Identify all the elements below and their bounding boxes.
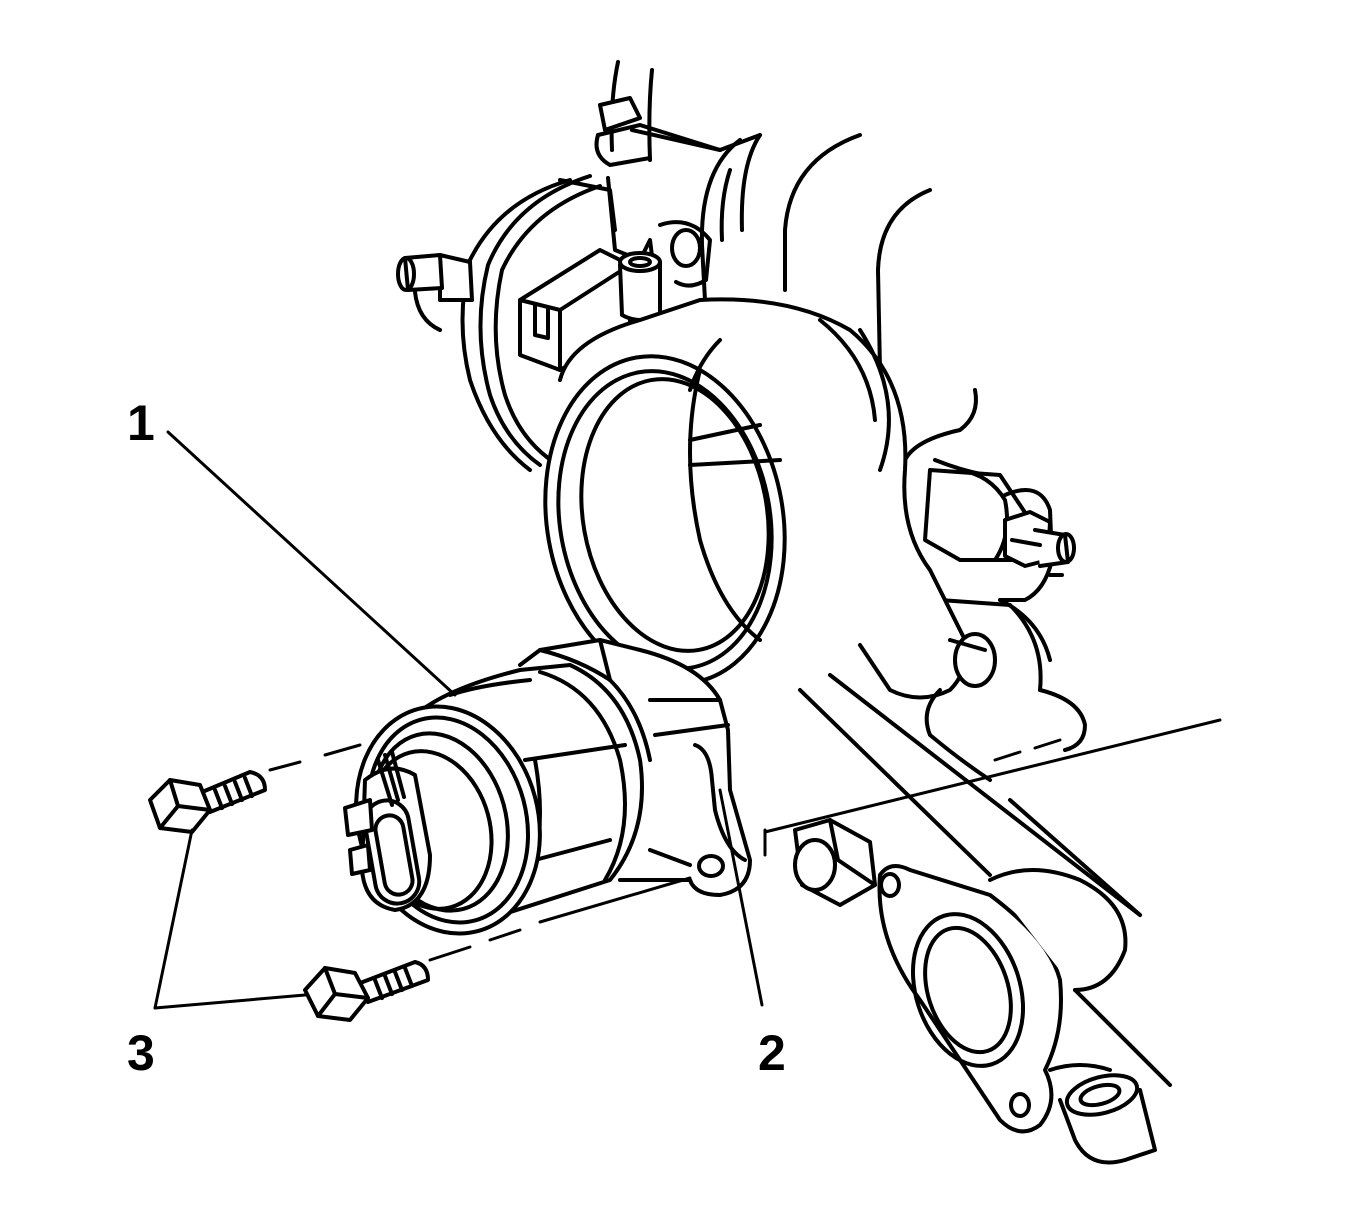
leader-line-3b — [153, 993, 307, 1010]
iac-gasket — [877, 864, 1157, 1165]
callout-1-label: 1 — [127, 395, 155, 451]
alignment-lines — [268, 718, 1222, 962]
bolt-upper — [148, 770, 267, 834]
throttle-body-bore — [543, 297, 997, 782]
leader-lines — [153, 430, 764, 1010]
leader-line-1 — [166, 430, 457, 697]
leader-line-2 — [718, 788, 764, 1007]
iac-valve — [343, 638, 752, 936]
intake-manifold-structure — [594, 60, 1172, 1087]
callout-2-label: 2 — [758, 1025, 786, 1081]
flange-nut — [793, 818, 877, 907]
leader-line-3a — [153, 828, 194, 1010]
bolt-lower — [303, 960, 430, 1022]
callout-3-label: 3 — [127, 1025, 155, 1081]
